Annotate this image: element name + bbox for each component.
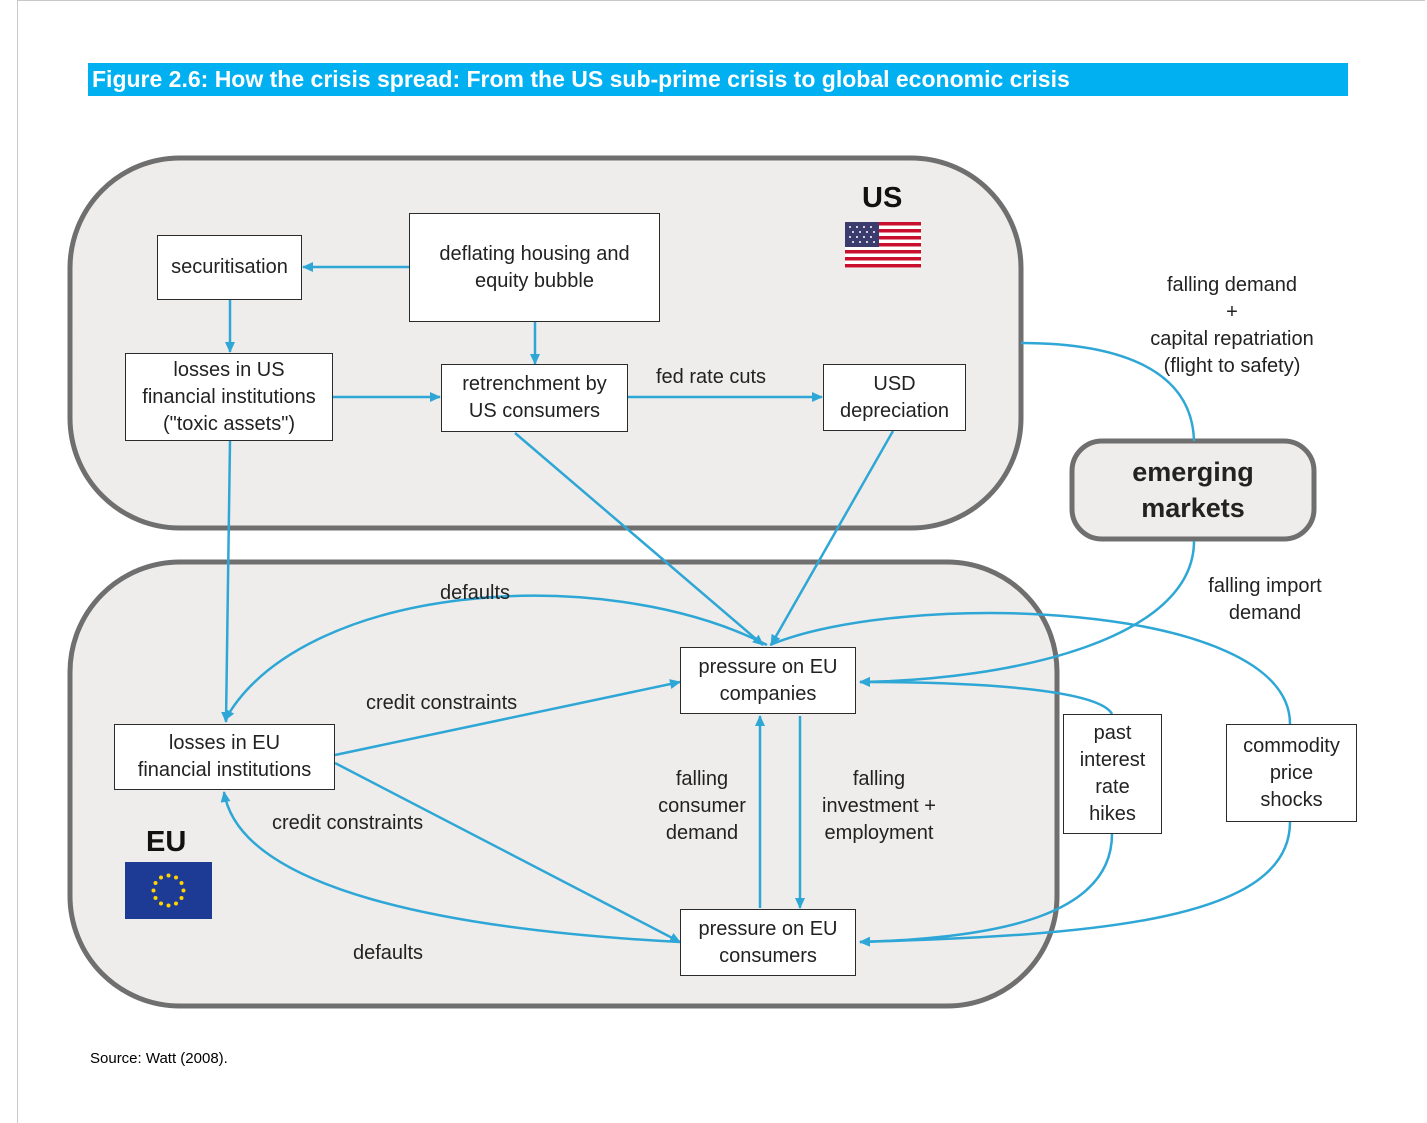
arrow-retrenchment-to-eu-companies	[514, 432, 764, 646]
credit-bottom-label: credit constraints	[272, 812, 424, 834]
eu-losses-box: losses in EU financial institutions	[114, 724, 335, 790]
arrow-credit-top	[334, 679, 681, 757]
arrow-credit-bottom	[334, 761, 681, 944]
housing-bubble-box: deflating housing and equity bubble	[409, 213, 660, 322]
defaults-bottom-label: defaults	[353, 942, 424, 964]
eu-losses-label: losses in EU financial institutions	[137, 732, 312, 781]
arrow-us-to-emerging	[1020, 341, 1196, 442]
source-note: Source: Watt (2008).	[90, 1050, 228, 1067]
interest-rate-label: past interest rate hikes	[1079, 722, 1146, 825]
us-losses-box: losses in US financial institutions ("to…	[125, 353, 333, 441]
defaults-top-label: defaults	[440, 582, 511, 604]
usd-depreciation-label: USD depreciation	[840, 372, 949, 422]
figure-title: Figure 2.6: How the crisis spread: From …	[88, 63, 1348, 96]
falling-import-label: falling import demand	[1208, 575, 1322, 624]
page-frame	[17, 0, 1425, 1123]
credit-top-label: credit constraints	[366, 692, 518, 714]
falling-investment-label: falling investment + employment	[822, 768, 936, 844]
retrenchment-box: retrenchment by US consumers	[441, 364, 628, 432]
eu-companies-box: pressure on EU companies	[680, 647, 856, 714]
housing-bubble-label: deflating housing and equity bubble	[439, 242, 630, 292]
fed-rate-cuts-label: fed rate cuts	[656, 366, 767, 388]
us-flag-icon	[845, 222, 921, 268]
arrow-commodity-to-eu-companies	[769, 611, 1292, 725]
securitisation-box: securitisation	[157, 235, 302, 300]
eu-flag-icon	[125, 862, 212, 919]
commodity-box: commodity price shocks	[1226, 724, 1357, 822]
eu-region-label: EU	[146, 826, 187, 858]
securitisation-label: securitisation	[171, 256, 288, 278]
interest-rate-box: past interest rate hikes	[1063, 714, 1162, 834]
emerging-markets-label: emerging markets	[1132, 457, 1254, 523]
arrow-us-losses-to-eu-losses	[221, 440, 232, 723]
eu-consumers-label: pressure on EU consumers	[698, 917, 838, 967]
commodity-label: commodity price shocks	[1243, 734, 1340, 811]
us-losses-label: losses in US financial institutions ("to…	[142, 358, 316, 435]
falling-consumer-label: falling consumer demand	[658, 768, 746, 844]
eu-companies-label: pressure on EU companies	[698, 655, 838, 705]
retrenchment-label: retrenchment by US consumers	[462, 373, 607, 422]
us-region-label: US	[862, 182, 903, 214]
eu-consumers-box: pressure on EU consumers	[680, 909, 856, 976]
arrow-commodity-to-eu-consumers	[859, 821, 1292, 947]
arrow-emerging-to-eu-companies	[859, 540, 1196, 687]
usd-depreciation-box: USD depreciation	[823, 364, 966, 431]
arrow-defaults-bottom	[220, 791, 681, 944]
falling-demand-label: falling demand + capital repatriation (f…	[1150, 274, 1314, 377]
arrow-interest-to-eu-companies	[859, 677, 1114, 715]
arrow-usd-to-eu-companies	[769, 430, 895, 646]
arrow-defaults-top	[223, 594, 768, 721]
